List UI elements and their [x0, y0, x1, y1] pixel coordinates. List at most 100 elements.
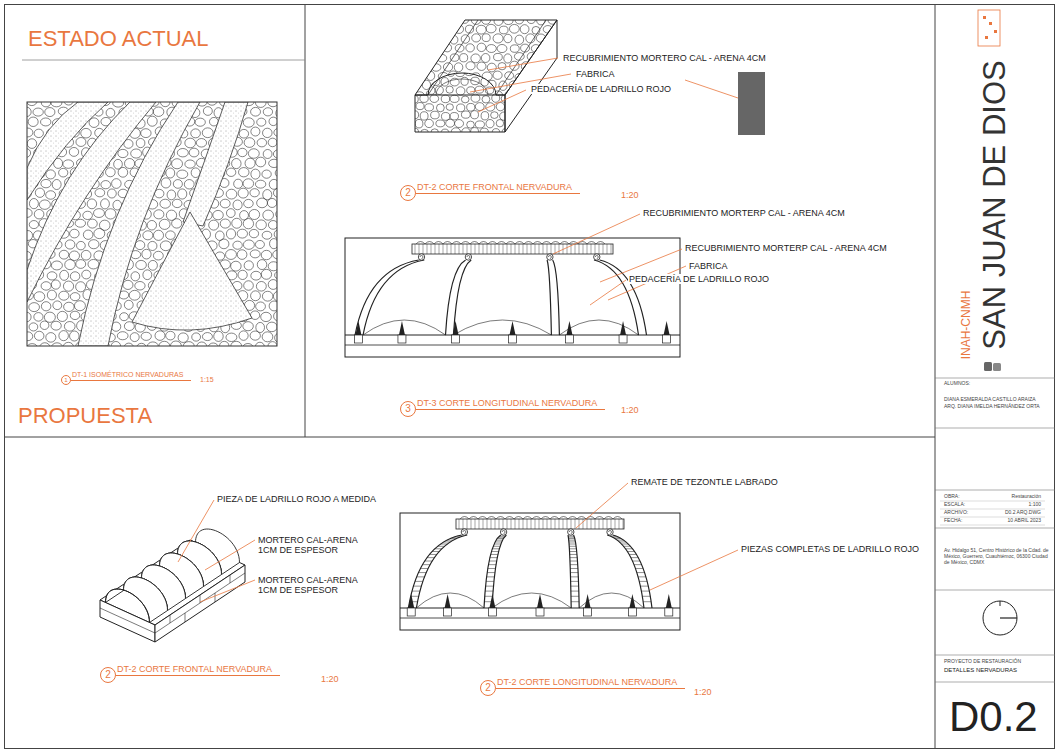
rib-block-section	[499, 26, 508, 34]
isometric-rib-view	[184, 180, 194, 189]
dome-section	[600, 260, 647, 335]
rib-block-section	[411, 62, 420, 71]
isometric-rib-view	[29, 303, 40, 312]
rib-block-section	[509, 24, 519, 33]
dome-section	[463, 531, 466, 534]
dome-section	[570, 561, 578, 562]
rib-block-section	[486, 119, 494, 127]
dome-section	[499, 536, 505, 537]
isometric-rib-view	[178, 333, 188, 343]
isometric-rib-view	[153, 251, 163, 260]
isometric-rib-view	[232, 158, 241, 168]
rib-block-section	[417, 53, 426, 62]
dome-section	[493, 546, 500, 547]
scale-label: 1:20	[620, 405, 640, 415]
isometric-rib-view	[202, 352, 212, 361]
isometric-rib-view	[238, 188, 248, 198]
rib-block-section	[487, 63, 496, 72]
dome-section	[547, 244, 548, 254]
dome-section	[486, 581, 494, 582]
dome-section	[454, 320, 552, 335]
rib-block-section	[498, 63, 506, 70]
isometric-rib-view	[263, 210, 274, 220]
isometric-rib-view	[101, 199, 110, 209]
isometric-rib-view	[124, 343, 134, 352]
isometric-rib-view	[280, 199, 290, 207]
title-block-text: ESCALA:	[943, 502, 966, 508]
isometric-rib-view	[273, 188, 283, 197]
isometric-rib-view	[65, 260, 76, 270]
dome-section	[485, 596, 493, 597]
isometric-rib-view	[226, 333, 237, 341]
isometric-rib-view	[65, 240, 75, 249]
rib-block-section	[431, 111, 440, 119]
title-block-symbols	[983, 601, 1017, 635]
dome-section	[568, 529, 574, 535]
isometric-rib-view	[34, 129, 43, 137]
dome-section	[495, 519, 496, 529]
sheet-frame	[935, 428, 1055, 429]
dome-section	[628, 608, 636, 616]
isometric-rib-view	[232, 218, 242, 228]
isometric-rib-view	[59, 291, 69, 300]
dome-section	[607, 244, 608, 254]
rib-block-section	[441, 129, 449, 137]
dome-section	[575, 244, 576, 254]
rib-block-section	[481, 112, 489, 120]
dome-section	[626, 548, 633, 549]
rib-block-section	[467, 103, 475, 111]
rib-block-section	[406, 119, 413, 127]
dome-section	[446, 260, 466, 335]
rib-block-section	[455, 120, 464, 128]
dome-section	[617, 540, 623, 541]
dome-section	[479, 519, 480, 529]
rib-block-section	[475, 69, 484, 76]
isometric-rib-view	[131, 272, 140, 281]
dome-section	[451, 244, 452, 254]
isometric-rib-view	[60, 270, 69, 280]
dome-section	[527, 244, 528, 254]
isometric-rib-view	[166, 231, 176, 240]
isometric-rib-view	[15, 99, 26, 107]
isometric-rib-view	[269, 117, 278, 125]
isometric-rib-view	[59, 353, 68, 363]
dome-section	[399, 321, 405, 335]
isometric-rib-view	[226, 168, 235, 176]
leader-line	[650, 550, 738, 590]
dome-section	[567, 244, 568, 254]
leader-line	[178, 500, 214, 562]
dome-section	[591, 519, 592, 529]
isometric-rib-view	[52, 343, 63, 352]
isometric-rib-view	[251, 291, 261, 301]
isometric-rib-view	[262, 231, 272, 239]
isometric-rib-view	[279, 303, 288, 311]
rib-block-section	[497, 44, 507, 52]
isometric-rib-view	[70, 353, 79, 362]
sheet-frame	[935, 682, 1055, 683]
isometric-rib-view	[251, 271, 261, 280]
isometric-rib-view	[249, 229, 258, 237]
isometric-rib-view	[142, 353, 152, 362]
rib-block-section	[404, 14, 765, 145]
isometric-rib-view	[167, 190, 176, 200]
title-block-symbols	[989, 22, 992, 25]
material-callout: PIEZA DE LADRILLO ROJO A MEDIDA	[216, 494, 377, 504]
dome-section	[509, 335, 517, 343]
isometric-rib-view	[196, 139, 206, 148]
isometric-rib-view	[41, 282, 51, 290]
rib-block-section	[405, 71, 415, 79]
dome-section	[416, 593, 484, 608]
title-block-text: ARCHIVO:	[943, 510, 969, 516]
isometric-rib-view	[202, 128, 213, 138]
rib-block-section	[471, 54, 481, 63]
dome-section	[487, 244, 488, 254]
dome-section	[418, 572, 426, 573]
dome-section	[570, 572, 578, 573]
dome-section	[531, 519, 532, 529]
leader-line	[478, 90, 526, 112]
rib-block-section	[515, 35, 524, 44]
rib-block-section	[504, 34, 512, 42]
dome-section	[488, 608, 496, 616]
rib-block-section	[472, 34, 481, 42]
dome-section	[569, 546, 576, 547]
